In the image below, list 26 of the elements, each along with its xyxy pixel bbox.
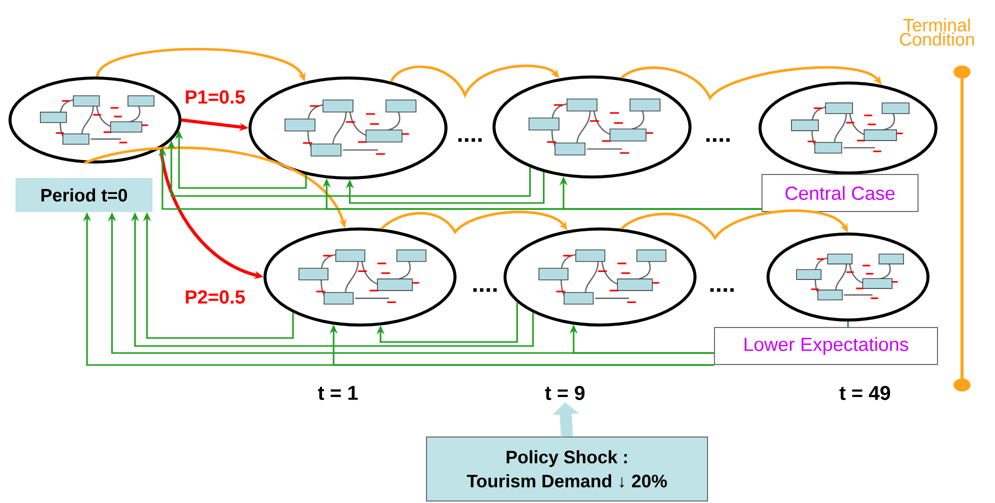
model-ellipse <box>264 228 456 326</box>
model-ellipse <box>8 76 182 164</box>
model-ellipse <box>766 232 930 322</box>
policy-shock-box: Policy Shock : Tourism Demand ↓ 20% <box>426 436 708 502</box>
model-ellipse <box>504 228 696 326</box>
arrow <box>620 209 848 240</box>
scenario-box: Central Case <box>762 174 919 212</box>
arrow <box>380 210 568 234</box>
model-ellipse <box>492 76 692 178</box>
edge-label: P2=0.5 <box>184 289 246 305</box>
ellipsis-dots: .... <box>458 138 482 142</box>
edge-label: P1=0.5 <box>184 89 246 105</box>
arrow <box>346 172 545 204</box>
ellipsis-dots: .... <box>710 288 734 292</box>
scenario-box: Lower Expectations <box>714 327 938 365</box>
connector-line <box>847 322 849 327</box>
time-label: t = 9 <box>544 386 585 400</box>
time-label: t = 1 <box>318 386 358 400</box>
model-ellipse <box>248 76 448 180</box>
arrow <box>376 302 518 343</box>
model-ellipse <box>758 82 938 174</box>
ellipsis-dots: .... <box>706 138 730 142</box>
period-box: Period t=0 <box>16 178 152 212</box>
ellipsis-dots: .... <box>473 288 497 292</box>
time-label: t = 49 <box>839 386 890 400</box>
terminal-condition-label: Terminal Condition <box>900 18 974 46</box>
